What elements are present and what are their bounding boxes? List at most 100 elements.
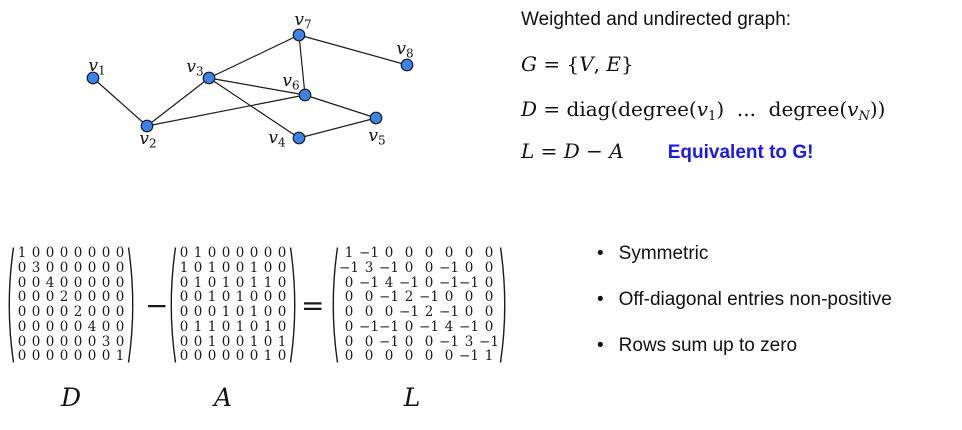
matrix-cell: −1 xyxy=(419,289,439,306)
matrix-cell: 1 xyxy=(207,318,217,335)
matrix-cell: −1 xyxy=(439,304,459,320)
matrix-cell: 0 xyxy=(115,333,125,350)
matrix-cell: 0 xyxy=(484,274,494,291)
matrix-cell: 4 xyxy=(444,318,454,335)
matrix-cell: −1 xyxy=(359,274,379,291)
graph-node-v6 xyxy=(298,88,312,102)
graph-node-label-v1: v1 xyxy=(88,56,105,78)
matrix-cell: 0 xyxy=(45,318,55,335)
matrix-cell: 0 xyxy=(364,333,374,350)
matrix-cell: 2 xyxy=(424,304,434,320)
equivalent-note: Equivalent to G! xyxy=(667,142,814,163)
matrix-cell: 0 xyxy=(277,289,287,306)
matrix-cell: 0 xyxy=(101,289,111,306)
graph-edge xyxy=(146,77,210,127)
matrix-cell: 0 xyxy=(221,289,231,306)
matrix-cell: 0 xyxy=(87,259,97,276)
matrix-cell: 0 xyxy=(424,259,434,276)
matrix-cell: 0 xyxy=(249,245,259,261)
matrix-cell: 0 xyxy=(45,304,55,320)
matrix-cell: 0 xyxy=(484,289,494,306)
matrix-cell: 0 xyxy=(115,259,125,276)
matrix-cell: 0 xyxy=(424,333,434,350)
matrix-cell: 0 xyxy=(101,259,111,276)
graph-node-v2 xyxy=(140,119,154,133)
matrix-cell: 0 xyxy=(31,333,41,350)
matrix-cell: 0 xyxy=(179,318,189,335)
matrix-cell: −1 xyxy=(359,245,379,261)
matrix-cell: −1 xyxy=(339,259,359,276)
matrix-cell: 1 xyxy=(207,333,217,350)
matrix-cell: 0 xyxy=(73,245,83,261)
matrix-cell: 0 xyxy=(193,348,203,365)
matrix-cell: 0 xyxy=(193,259,203,276)
graph-node-v1 xyxy=(86,71,100,85)
matrix-cell: 0 xyxy=(235,304,245,320)
graph-edge xyxy=(304,94,377,119)
matrix-cell: 0 xyxy=(277,245,287,261)
matrix-cell: 0 xyxy=(277,348,287,365)
matrix-cell: 0 xyxy=(221,259,231,276)
equation-laplacian-formula: L = D − A xyxy=(521,139,624,163)
matrix-cell: 0 xyxy=(45,245,55,261)
matrix-cell: 0 xyxy=(31,304,41,320)
matrix-cell: 0 xyxy=(484,259,494,276)
graph-node-v5 xyxy=(369,111,383,125)
matrix-cell: 0 xyxy=(59,318,69,335)
bullet-icon: • xyxy=(597,289,604,310)
graph-node-v7 xyxy=(292,28,306,42)
matrix-cell: −1 xyxy=(399,304,419,320)
matrix-cell: 0 xyxy=(17,289,27,306)
matrix-cell: 3 xyxy=(101,333,111,350)
bullet-item: •Rows sum up to zero xyxy=(597,335,797,357)
matrix-cell: 0 xyxy=(484,304,494,320)
matrix-cell: 0 xyxy=(344,333,354,350)
graph-edge xyxy=(208,34,300,79)
matrix-cell: 0 xyxy=(179,245,189,261)
matrix-cell: 0 xyxy=(17,259,27,276)
matrix-cell: 0 xyxy=(45,348,55,365)
matrix-cell: 0 xyxy=(115,274,125,291)
graph-edge xyxy=(92,77,148,127)
graph-node-label-v8: v8 xyxy=(396,39,413,61)
matrix-cell: −1 xyxy=(439,259,459,276)
matrix-cell: 0 xyxy=(59,304,69,320)
adjacency-matrix-label: A xyxy=(213,383,233,412)
matrix-cell: 0 xyxy=(249,318,259,335)
matrix-cell: 0 xyxy=(59,259,69,276)
matrix-cell: 0 xyxy=(277,318,287,335)
matrix-cell: 1 xyxy=(207,259,217,276)
graph-edge xyxy=(298,34,306,96)
graph-node-label-v3: v3 xyxy=(186,57,203,79)
matrix-cell: 0 xyxy=(263,304,273,320)
matrix-cell: 0 xyxy=(115,318,125,335)
matrix-cell: 0 xyxy=(263,259,273,276)
matrix-cell: 1 xyxy=(484,348,494,365)
matrix-cell: 0 xyxy=(344,348,354,365)
matrix-cell: −1 xyxy=(379,318,399,335)
matrix-cell: 1 xyxy=(263,318,273,335)
equation-degree-matrix: D = diag(degree(v1) ... degree(vN)) xyxy=(521,97,886,124)
matrix-cell: 0 xyxy=(101,245,111,261)
matrix-cell: 0 xyxy=(384,245,394,261)
graph-edge xyxy=(298,34,408,66)
matrix-cell: −1 xyxy=(379,289,399,306)
matrix-cell: 0 xyxy=(464,304,474,320)
matrix-cell: 1 xyxy=(207,289,217,306)
matrix-cell: 0 xyxy=(444,245,454,261)
matrix-cell: 1 xyxy=(179,259,189,276)
matrix-cell: 0 xyxy=(277,259,287,276)
matrix-cell: 1 xyxy=(221,304,231,320)
matrix-cell: 0 xyxy=(263,245,273,261)
graph-node-label-v2: v2 xyxy=(139,129,156,151)
right-paren-icon xyxy=(289,247,296,363)
matrix-cell: 3 xyxy=(464,333,474,350)
matrix-cell: −1 xyxy=(439,333,459,350)
matrix-cell: 0 xyxy=(17,348,27,365)
left-paren-icon xyxy=(332,247,339,363)
bullet-item: •Off-diagonal entries non-positive xyxy=(597,289,892,311)
matrix-cell: 0 xyxy=(221,348,231,365)
